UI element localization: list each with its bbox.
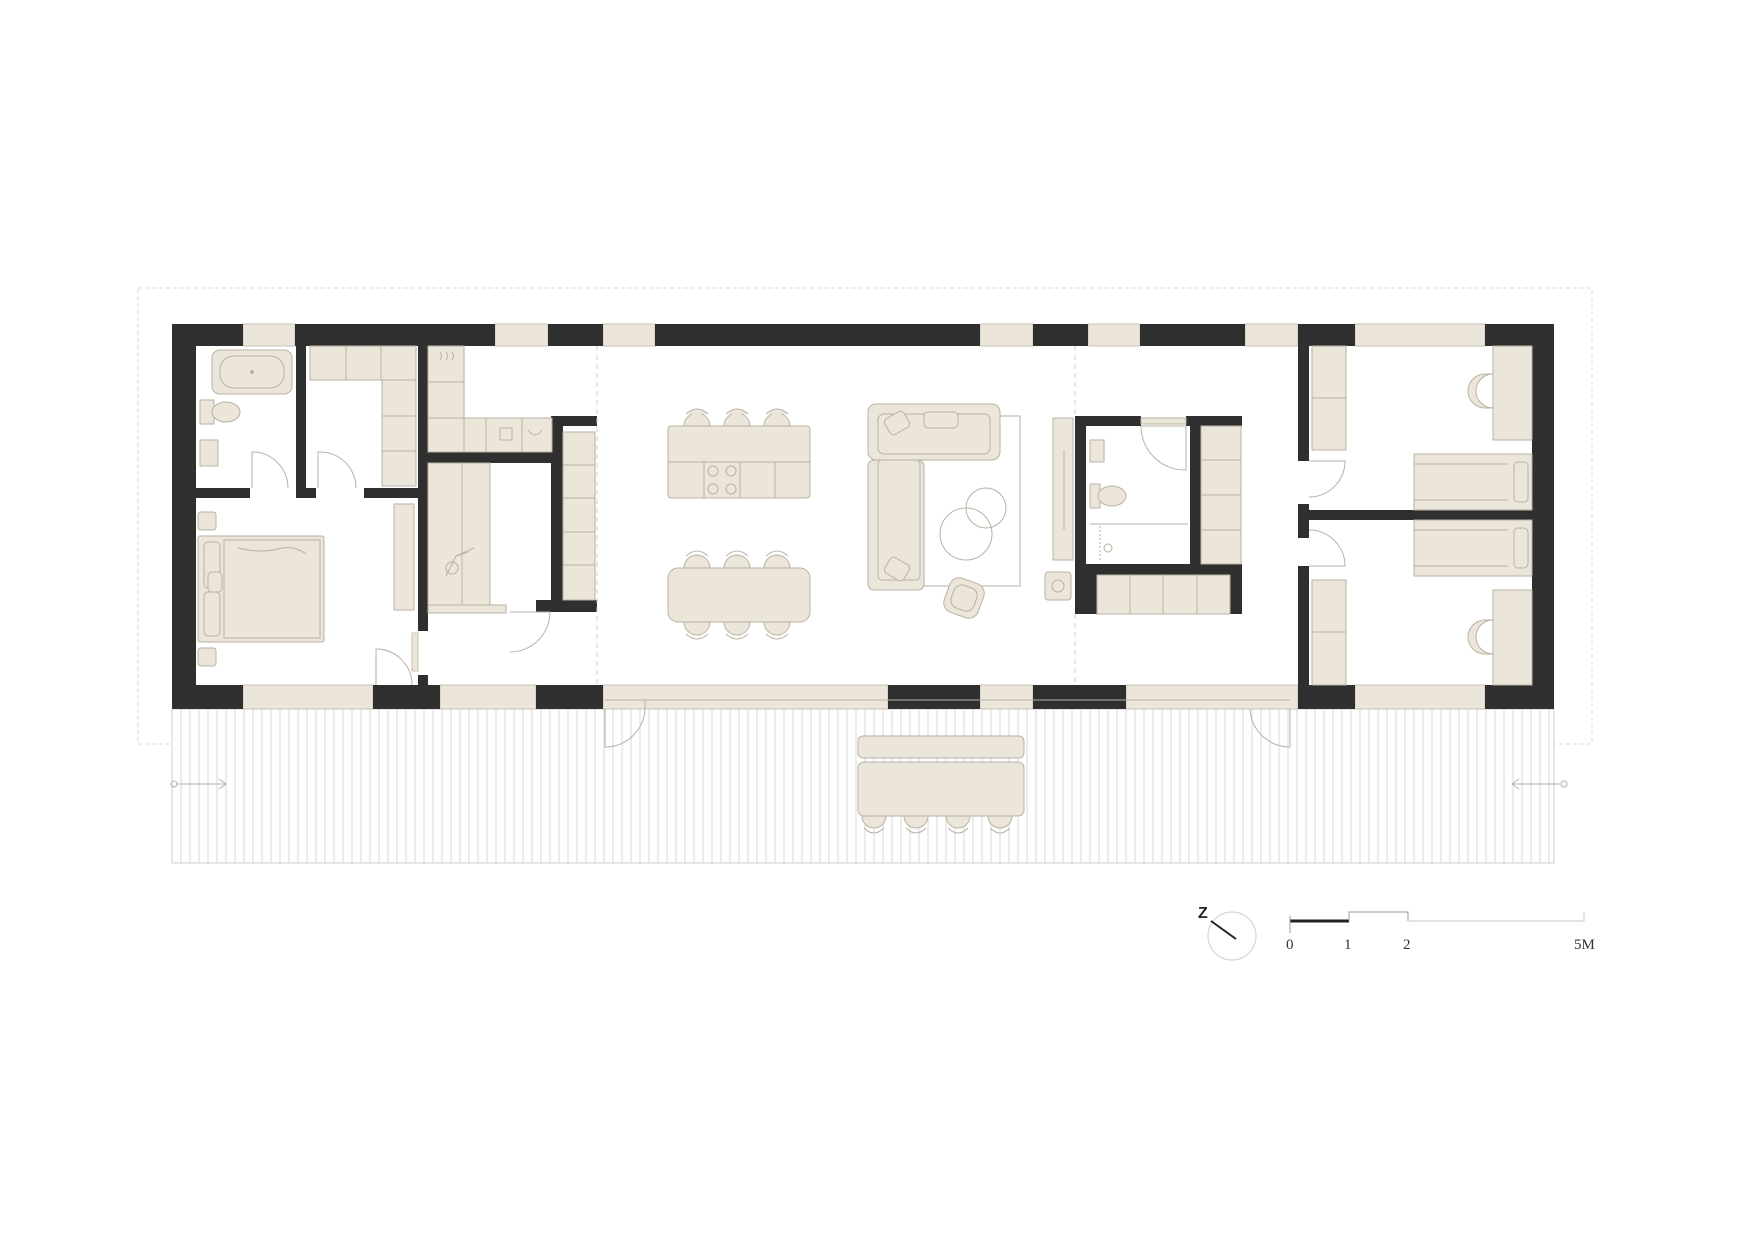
walk-in-closet xyxy=(309,345,417,487)
north-label: Z xyxy=(1198,905,1208,922)
scale-label-5m: 5M xyxy=(1574,937,1595,953)
side-table xyxy=(1044,571,1072,601)
outdoor-dining xyxy=(857,735,1025,834)
double-bed xyxy=(197,535,325,643)
desk xyxy=(1492,589,1533,686)
kitchen-island xyxy=(667,425,811,499)
sink xyxy=(199,439,219,467)
scale-label-2: 2 xyxy=(1403,937,1411,953)
bar-stools xyxy=(683,408,791,427)
walls xyxy=(172,324,1554,709)
wardrobe xyxy=(393,503,415,611)
dining-area xyxy=(667,550,811,640)
kitchen xyxy=(667,408,811,499)
bedroom-lower xyxy=(1308,519,1533,686)
windows-top xyxy=(242,323,1486,347)
coffee-tables xyxy=(939,487,1007,561)
master-bathroom xyxy=(199,349,293,467)
sauna xyxy=(427,462,507,614)
entry-arrow-right xyxy=(1511,778,1568,790)
armchair xyxy=(943,577,985,619)
bathtub xyxy=(211,349,293,395)
desk xyxy=(1492,345,1533,441)
sink xyxy=(1089,439,1105,463)
outdoor-table xyxy=(857,761,1025,817)
outdoor-bench xyxy=(857,735,1025,759)
scale-label-1: 1 xyxy=(1344,937,1352,953)
dining-table xyxy=(667,567,811,623)
radiator-icon xyxy=(439,351,454,361)
entry-arrow-left xyxy=(170,778,227,790)
guest-bathroom xyxy=(1089,417,1188,562)
central-storage xyxy=(1096,425,1242,615)
washer-icon xyxy=(499,427,513,441)
single-bed xyxy=(1413,453,1533,511)
north-arrow: Z xyxy=(1198,905,1257,961)
hall-storage xyxy=(562,431,596,601)
doors-left xyxy=(251,451,551,686)
nightstand xyxy=(197,511,217,531)
master-bedroom xyxy=(197,503,415,667)
site-boundary xyxy=(137,287,1593,745)
toilet xyxy=(1089,483,1127,509)
media-unit xyxy=(1044,417,1074,601)
basin-icon xyxy=(527,429,543,436)
scale-label-0: 0 xyxy=(1286,937,1294,953)
sofa xyxy=(867,403,1001,591)
nightstand xyxy=(197,647,217,667)
toilet xyxy=(199,399,241,425)
windows-bottom xyxy=(242,684,1486,710)
sauna-person xyxy=(445,547,475,577)
living-area xyxy=(867,403,1021,619)
scale-bar: 0 1 2 5M xyxy=(1286,911,1595,953)
deck-boards xyxy=(171,709,1550,863)
zone-dividers xyxy=(596,346,1076,685)
patio-doors xyxy=(604,699,1291,748)
laundry-room xyxy=(427,345,553,453)
bedroom-upper xyxy=(1308,345,1533,511)
single-bed xyxy=(1413,519,1533,577)
